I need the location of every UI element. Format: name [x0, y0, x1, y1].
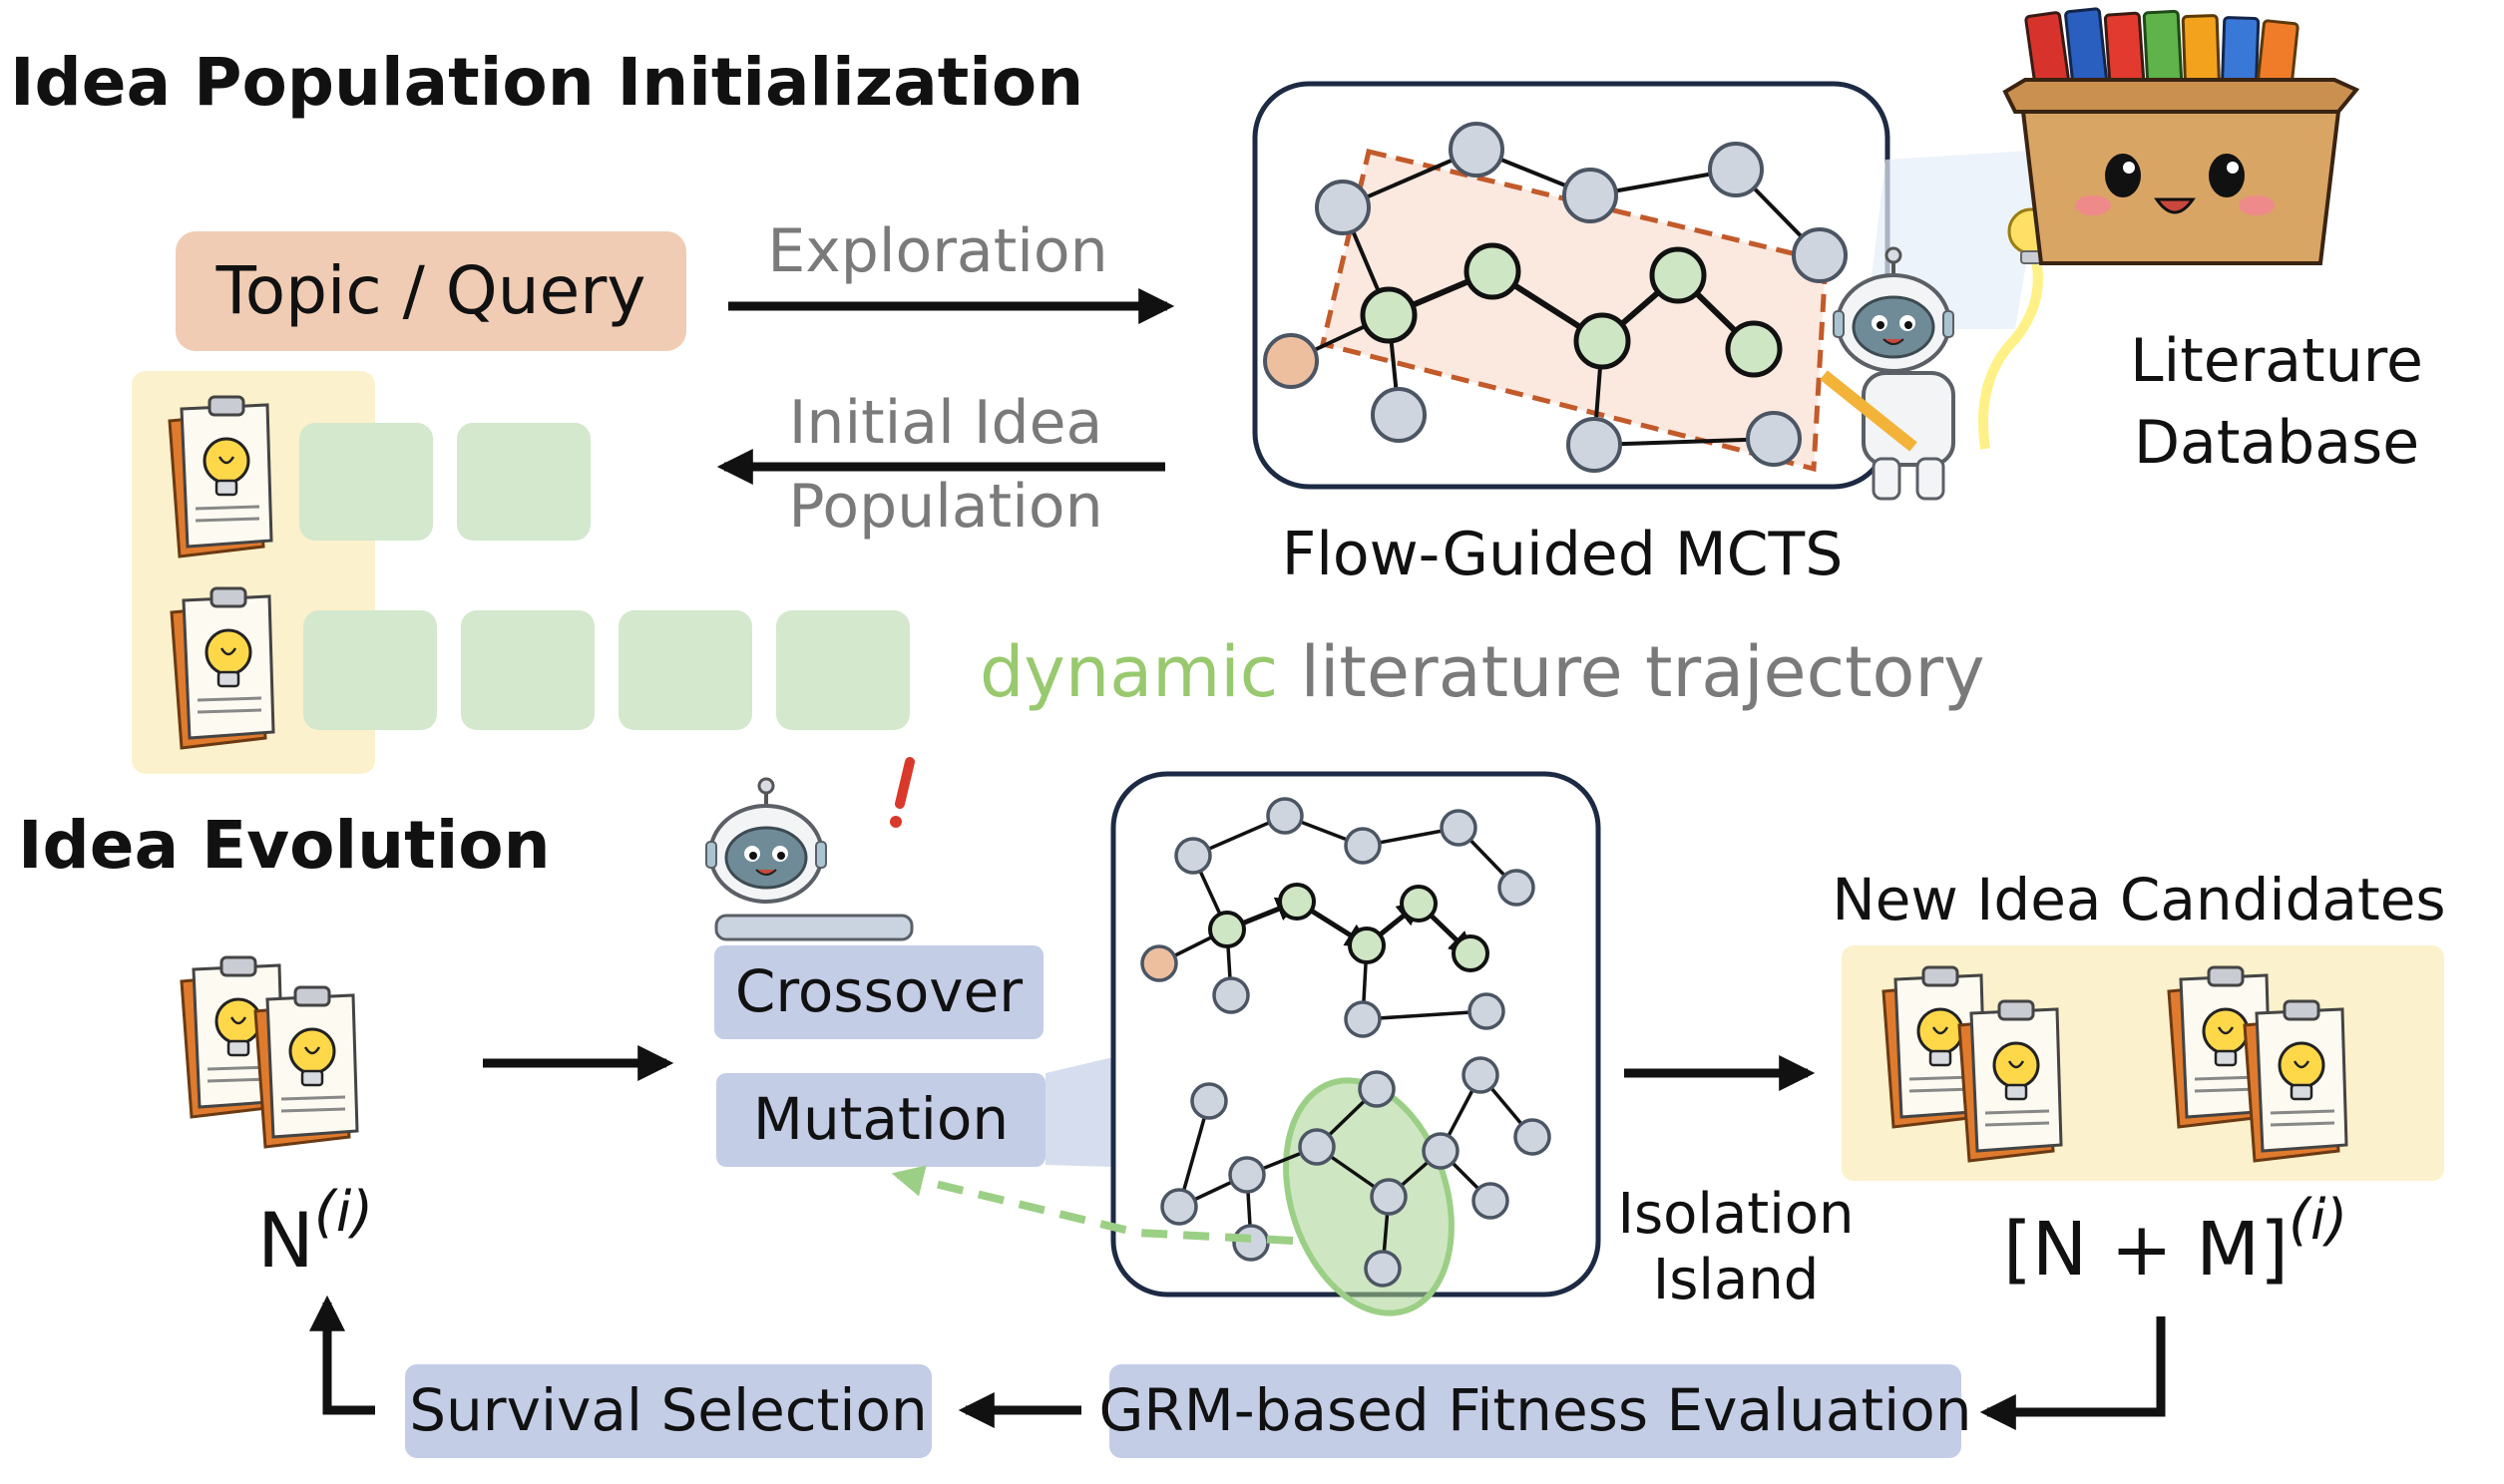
initial-idea-label: Initial Idea: [789, 388, 1103, 458]
survival-label: Survival Selection: [409, 1376, 928, 1444]
exploration-label: Exploration: [767, 216, 1107, 286]
new-candidates-title: New Idea Candidates: [1832, 866, 2445, 933]
clipboard-idea-icon: [170, 586, 275, 750]
init-section-title: Idea Population Initialization: [10, 44, 1083, 121]
island-upper-tree: [1140, 797, 1535, 1038]
crossover-label: Crossover: [735, 957, 1023, 1025]
trajectory-rest-words: literature trajectory: [1301, 631, 1985, 713]
sparkle-trail: [1978, 226, 2043, 450]
database-label: Database: [2134, 408, 2419, 478]
literature-label: Literature: [2130, 326, 2423, 396]
idea-square: [457, 423, 591, 541]
island-label: Island: [1653, 1248, 1820, 1312]
population-label: Population: [788, 472, 1102, 542]
n-base: N: [257, 1196, 314, 1285]
topic-query-label: Topic / Query: [215, 252, 646, 329]
idea-square: [619, 610, 752, 730]
robot-mascot-icon: [704, 777, 828, 904]
island-to-mutation-arrow: [891, 1165, 1294, 1245]
mcts-tree: [1263, 122, 1848, 473]
idea-square: [299, 423, 433, 541]
crossover-box: [714, 945, 1043, 1039]
topic-query-box: [176, 231, 686, 351]
to-population-arrow: [309, 1295, 375, 1415]
pencil-icon: [1820, 370, 1917, 452]
exclamation-icon: [890, 757, 915, 828]
idea-row-2: [303, 610, 910, 730]
trajectory-dynamic-word: dynamic: [980, 631, 1278, 713]
isolation-label: Isolation: [1617, 1182, 1854, 1247]
fitness-label: GRM-based Fitness Evaluation: [1098, 1376, 1971, 1444]
idea-row-1: [299, 423, 591, 541]
robot-body: [1862, 371, 1955, 501]
nm-superscript: (i): [2289, 1188, 2347, 1253]
robot-hands: [714, 914, 914, 941]
idea-square: [461, 610, 595, 730]
evolution-section-title: Idea Evolution: [18, 807, 551, 884]
bookbox-mascot-icon: [2002, 7, 2360, 265]
population-size-label: N(i): [257, 1180, 373, 1285]
clipboard-idea-icon: [2243, 999, 2348, 1163]
idea-square: [776, 610, 910, 730]
island-lower-graph: [1160, 1056, 1551, 1316]
idea-square: [303, 610, 437, 730]
trajectory-caption: dynamic literature trajectory: [980, 631, 1985, 713]
mutation-box: [716, 1073, 1045, 1167]
nm-base: [N + M]: [2003, 1207, 2289, 1293]
clipboard-idea-icon: [1957, 999, 2063, 1163]
survival-box: [405, 1364, 932, 1458]
fitness-box: [1109, 1364, 1961, 1458]
mutation-beam: [1045, 1057, 1113, 1167]
n-superscript: (i): [314, 1180, 373, 1245]
clipboard-idea-icon: [253, 985, 359, 1149]
mutation-label: Mutation: [753, 1085, 1009, 1153]
mcts-label: Flow-Guided MCTS: [1282, 520, 1844, 589]
mcts-highlight-region: [1319, 148, 1829, 473]
clipboard-idea-icon: [168, 395, 273, 558]
to-fitness-arrow: [1979, 1316, 2166, 1430]
candidate-size-label: [N + M](i): [2003, 1188, 2347, 1293]
